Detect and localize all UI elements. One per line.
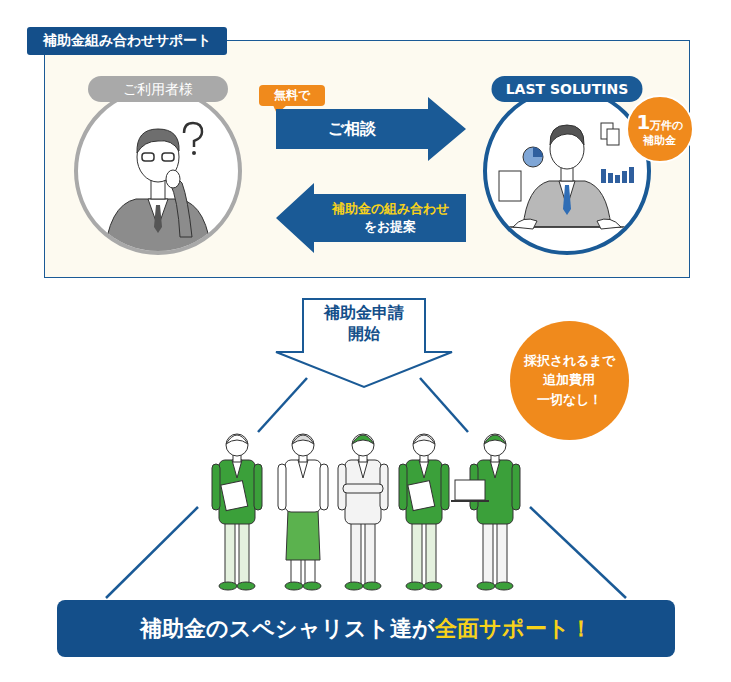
circle-label: ご利用者様: [88, 76, 228, 102]
pyramid-line: [106, 507, 198, 598]
staff-figure: [338, 434, 388, 590]
pyramid-line: [258, 378, 307, 432]
user-circle: ご利用者様: [74, 87, 242, 255]
company-circle: LAST SOLUTINS1万件の 補助金: [483, 87, 651, 255]
staff-illustration: [489, 123, 645, 229]
bubble-text: 無料で: [274, 87, 310, 104]
badge-text: 採択されるまで 追加費用 一切なし！: [524, 351, 615, 410]
staff-figure: [451, 434, 520, 590]
user-illustration: [104, 123, 212, 259]
support-band: 補助金のスペシャリスト達が全面サポート！: [57, 600, 675, 657]
band-text: 補助金のスペシャリスト達が: [140, 614, 435, 644]
arrow-label: 補助金の組み合わせ をお提案: [332, 200, 449, 235]
staff-figure: [212, 434, 262, 590]
circle-outline: [74, 87, 242, 255]
pyramid-line: [420, 378, 468, 432]
arrow-text: 補助金申請 開始: [324, 303, 404, 345]
staff-figure: [399, 434, 449, 590]
staff-figure: [278, 434, 328, 590]
start-arrow: 補助金申請 開始: [275, 298, 453, 388]
circle-outline: [483, 87, 651, 255]
arrow-label: ご相談: [328, 118, 376, 140]
panel-tab: 補助金組み合わせサポート: [27, 27, 227, 55]
free-bubble: 無料で: [259, 85, 325, 106]
circle-label: LAST SOLUTINS: [492, 76, 643, 102]
band-text: 全面サポート！: [435, 614, 592, 644]
support-panel: 補助金組み合わせサポートご利用者様LAST SOLUTINS1万件の 補助金無料…: [44, 40, 690, 278]
count-badge: 1万件の 補助金: [626, 95, 694, 163]
no-fee-badge: 採択されるまで 追加費用 一切なし！: [510, 321, 629, 440]
badge-text: 1万件の 補助金: [637, 110, 684, 147]
pyramid-line: [530, 507, 626, 598]
